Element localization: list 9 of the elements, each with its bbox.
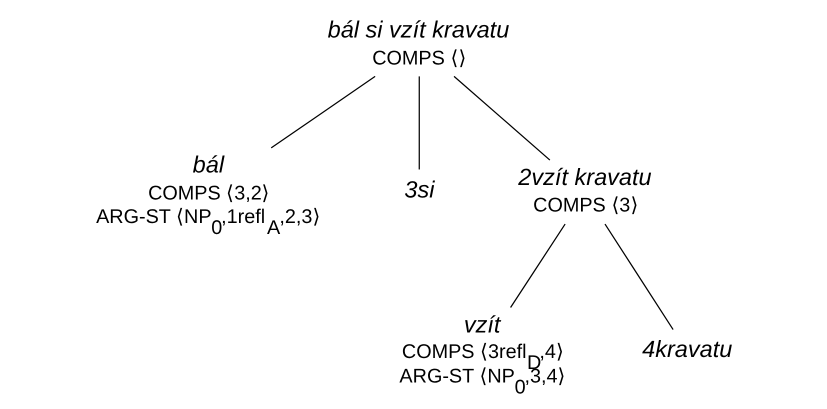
connector xyxy=(510,224,566,308)
node-text: 4kravatu xyxy=(642,336,732,362)
node-text: bál si vzít kravatu COMPS ⟨⟩ xyxy=(327,16,509,70)
connector xyxy=(270,76,375,148)
node-text: 3si xyxy=(404,176,434,202)
connector xyxy=(453,76,550,161)
node-text: 2vzít kravatu COMPS ⟨3⟩ xyxy=(518,164,652,217)
connector xyxy=(418,76,420,170)
connector xyxy=(604,224,674,330)
